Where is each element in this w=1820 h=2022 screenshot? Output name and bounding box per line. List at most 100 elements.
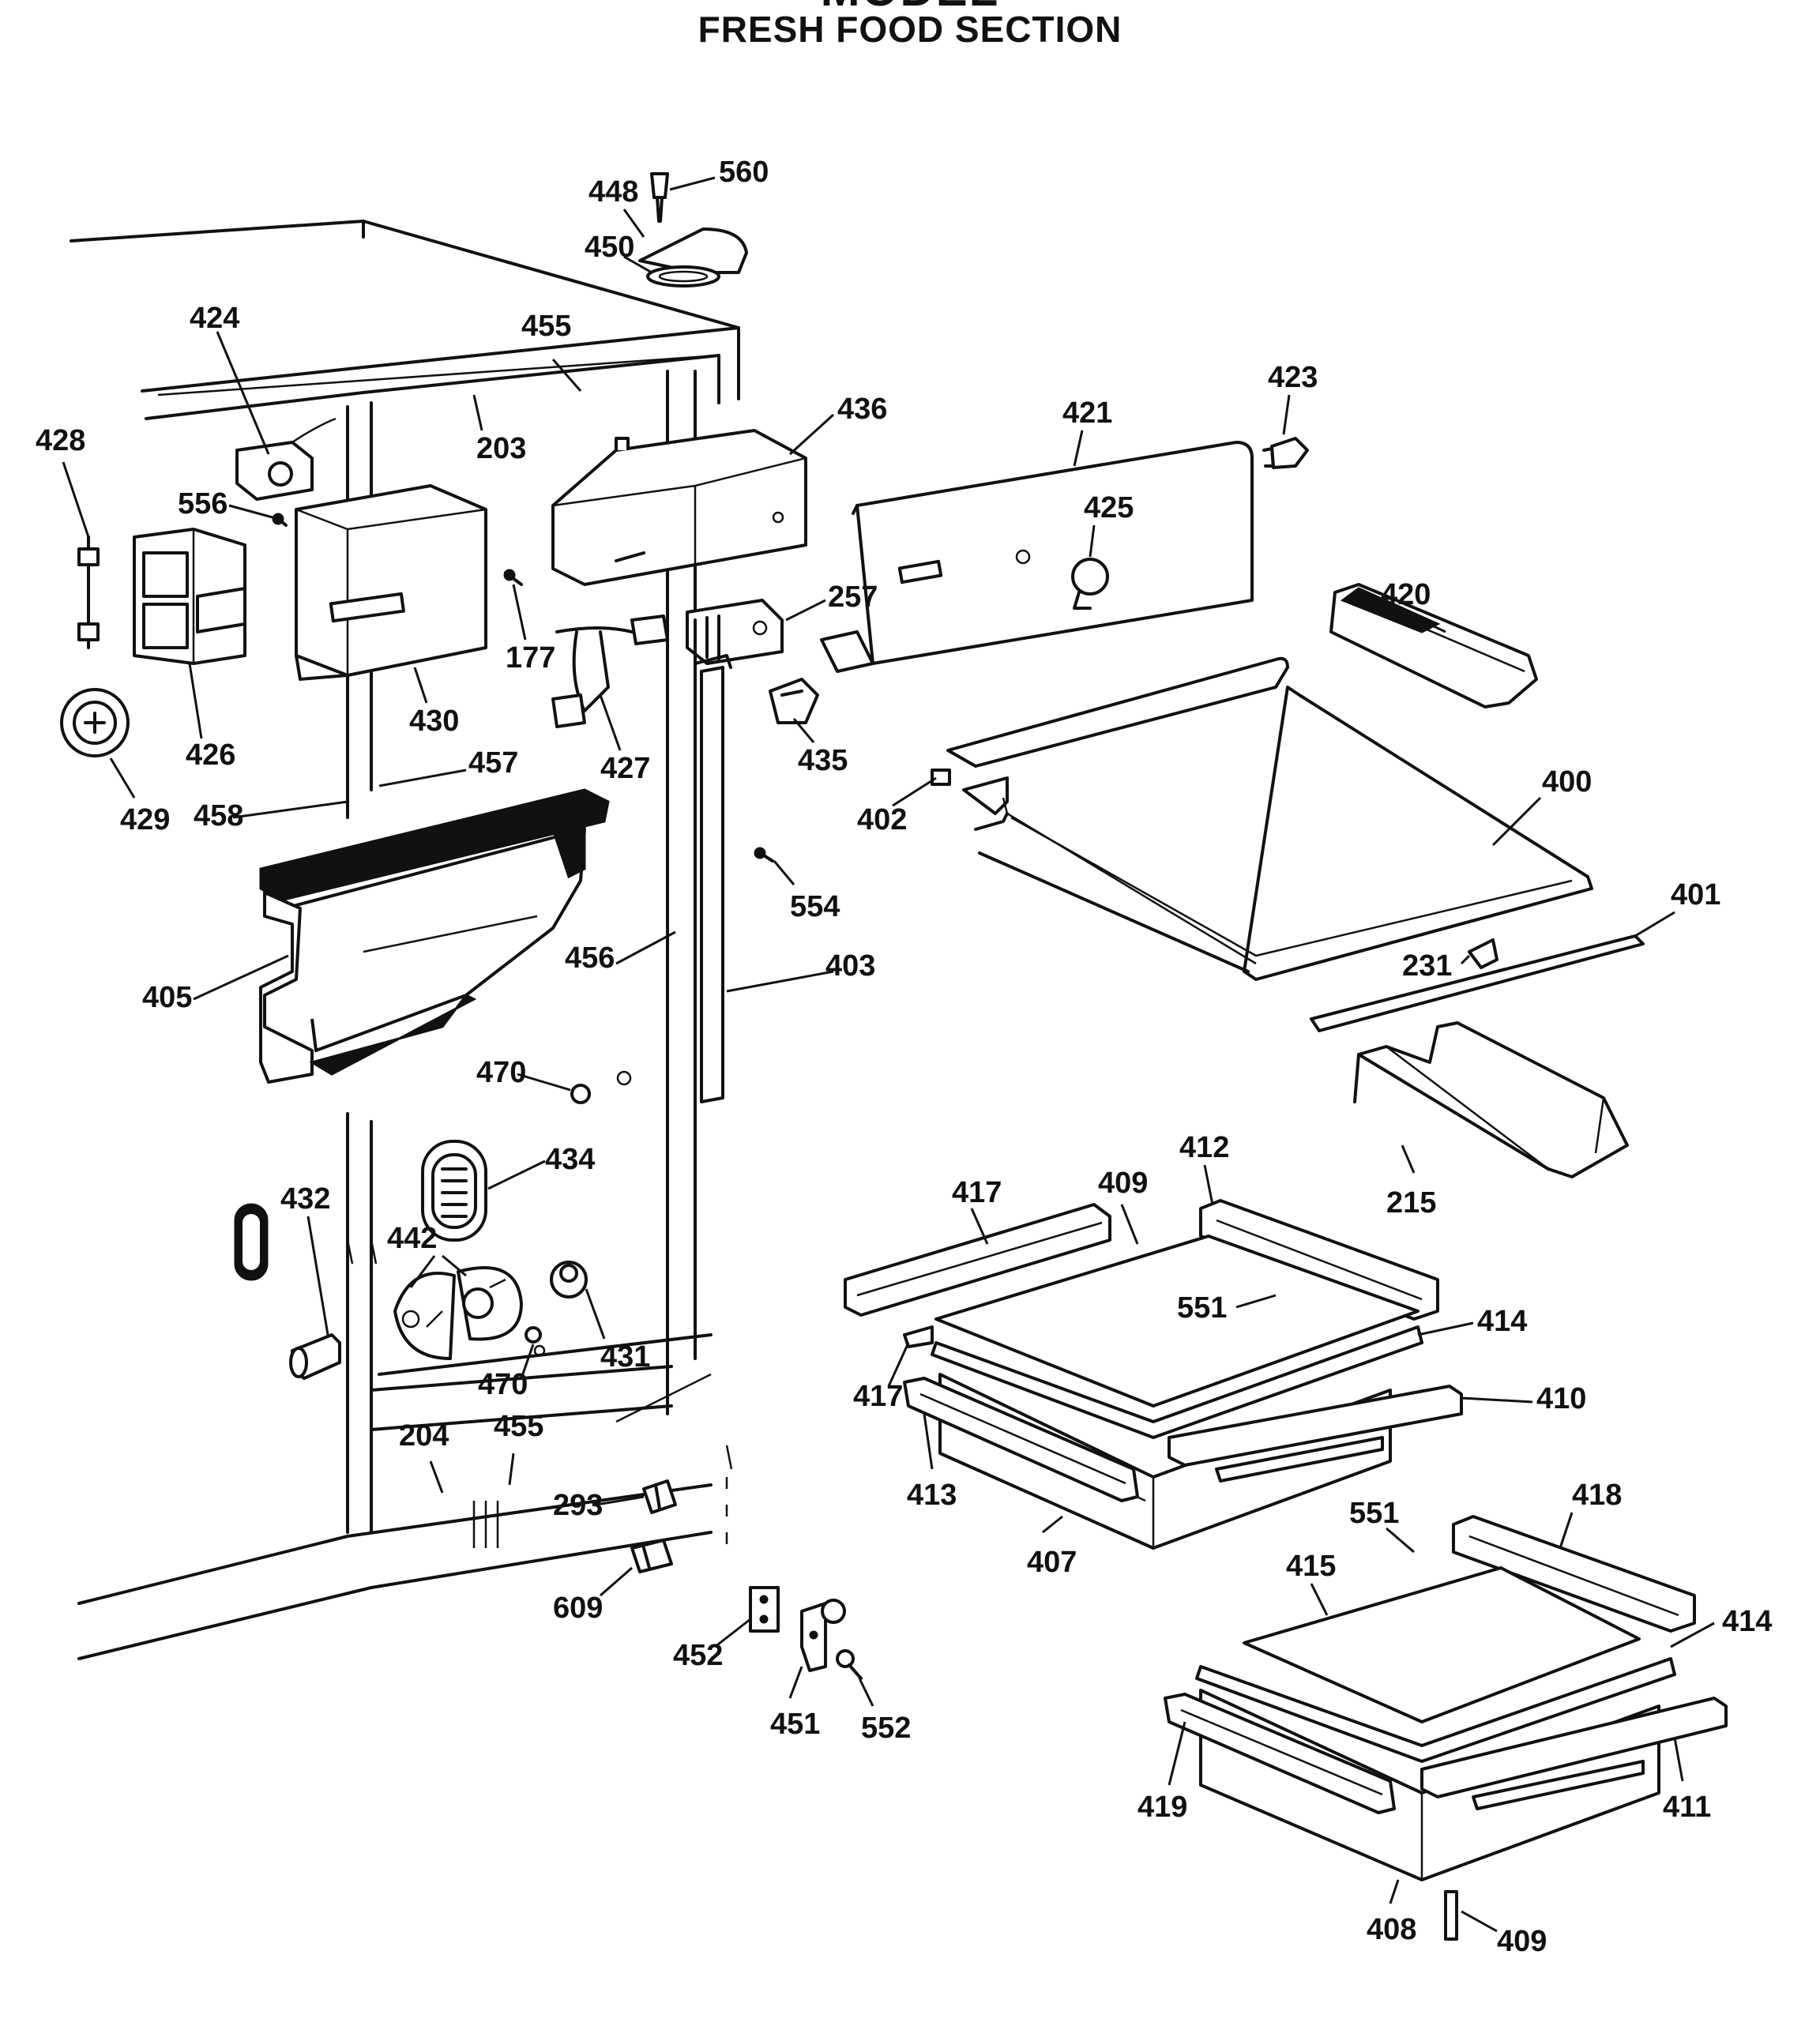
crisper-bin-small: [1353, 1021, 1629, 1178]
part-label-429: 429: [120, 803, 170, 836]
part-label-414: 414: [1477, 1305, 1527, 1338]
damper-442: [393, 1266, 523, 1360]
part-label-452: 452: [673, 1639, 723, 1672]
leader-lines: [62, 176, 1715, 1933]
part-label-442: 442: [387, 1222, 437, 1255]
part-label-400: 400: [1542, 765, 1592, 799]
part-label-231: 231: [1402, 949, 1452, 983]
part-label-456: 456: [565, 941, 615, 975]
part-label-423: 423: [1268, 361, 1318, 394]
model-title: MODEL: [0, 0, 1820, 17]
part-label-428: 428: [36, 424, 85, 457]
knob-part: [60, 688, 130, 757]
part-label-424: 424: [190, 302, 239, 335]
part-label-401: 401: [1671, 878, 1720, 911]
part-label-409: 409: [1098, 1167, 1148, 1200]
part-label-177: 177: [506, 641, 555, 675]
screw-part-556: [272, 513, 288, 527]
part-label-560: 560: [719, 156, 769, 189]
part-label-405: 405: [142, 981, 192, 1014]
control-cover: [295, 484, 487, 681]
upper-crisper-drawer: [844, 1199, 1463, 1550]
part-label-458: 458: [194, 799, 243, 832]
part-label-425: 425: [1084, 491, 1134, 524]
lower-crisper-drawer: [1164, 1515, 1728, 1941]
part-label-455-lower: 455: [494, 1410, 543, 1443]
plug-470: [570, 1070, 632, 1104]
part-label-417-lower: 417: [853, 1380, 903, 1413]
glass-shelf: [931, 656, 1593, 981]
part-label-410: 410: [1536, 1382, 1586, 1415]
timer-part: [686, 599, 784, 665]
hinge-451: [800, 1599, 846, 1672]
part-label-436: 436: [837, 393, 887, 426]
lamp-socket: [769, 678, 819, 724]
part-label-415: 415: [1286, 1550, 1336, 1583]
utility-bin: [1329, 583, 1538, 708]
part-label-203: 203: [476, 432, 526, 465]
part-label-293: 293: [553, 1489, 603, 1522]
part-label-432: 432: [280, 1182, 330, 1216]
part-label-418: 418: [1572, 1479, 1622, 1512]
bracket-452: [749, 1586, 780, 1633]
part-label-552: 552: [861, 1712, 911, 1745]
part-label-420: 420: [1381, 578, 1431, 611]
grommet-470: [525, 1326, 546, 1357]
part-label-431: 431: [600, 1340, 650, 1374]
part-label-408: 408: [1367, 1913, 1416, 1946]
part-label-451: 451: [770, 1708, 820, 1741]
part-label-448: 448: [588, 175, 638, 209]
bracket-part: [77, 536, 100, 649]
top-hinge-assembly: [638, 172, 748, 288]
part-label-215: 215: [1386, 1186, 1436, 1220]
part-label-421: 421: [1062, 397, 1112, 430]
part-label-426: 426: [186, 739, 235, 772]
part-label-457: 457: [468, 746, 518, 780]
part-label-551-lower: 551: [1349, 1497, 1399, 1530]
switch-609: [630, 1539, 673, 1573]
part-label-409-lower: 409: [1497, 1925, 1547, 1958]
grille-434: [421, 1140, 487, 1242]
part-label-413: 413: [907, 1479, 957, 1512]
control-knob: [1071, 558, 1109, 610]
part-label-609: 609: [553, 1592, 603, 1625]
part-labels: 560 448 450 455 424 436 421 423 428 203 …: [36, 156, 1772, 1958]
bumper-432: [289, 1333, 341, 1380]
hinge-cam-293: [642, 1479, 677, 1514]
section-title: FRESH FOOD SECTION: [698, 9, 1122, 50]
part-label-551: 551: [1177, 1291, 1227, 1325]
part-label-427: 427: [600, 752, 650, 785]
part-label-556: 556: [178, 487, 228, 521]
part-label-204: 204: [399, 1419, 449, 1453]
light-socket-housing: [133, 528, 246, 665]
part-label-470-lower: 470: [478, 1368, 528, 1401]
part-label-450: 450: [585, 231, 634, 264]
dairy-compartment: [259, 788, 610, 1084]
part-label-412: 412: [1179, 1131, 1229, 1164]
part-label-419: 419: [1138, 1791, 1187, 1824]
part-label-403: 403: [825, 949, 875, 983]
part-label-434: 434: [545, 1143, 595, 1176]
part-label-435: 435: [798, 744, 848, 777]
light-bulb: [1262, 437, 1309, 469]
part-label-257: 257: [828, 581, 878, 614]
light-housing: [551, 429, 807, 586]
slot-cover-left: [234, 1203, 269, 1281]
control-panel: [820, 441, 1254, 673]
part-label-402: 402: [857, 803, 907, 836]
part-label-430: 430: [409, 705, 459, 738]
knob-431: [550, 1261, 588, 1299]
clip-part: [1468, 938, 1498, 969]
shelf-trim-strip: [1310, 934, 1645, 1032]
wire-harness: [551, 614, 669, 728]
screw-552: [836, 1649, 863, 1680]
part-label-554: 554: [790, 890, 840, 923]
part-label-455: 455: [521, 310, 571, 343]
part-label-417: 417: [952, 1176, 1002, 1209]
thermostat-part: [235, 417, 337, 501]
part-label-470: 470: [476, 1056, 526, 1089]
shelf-support-ladder: [694, 654, 732, 1103]
part-label-411: 411: [1663, 1791, 1711, 1824]
